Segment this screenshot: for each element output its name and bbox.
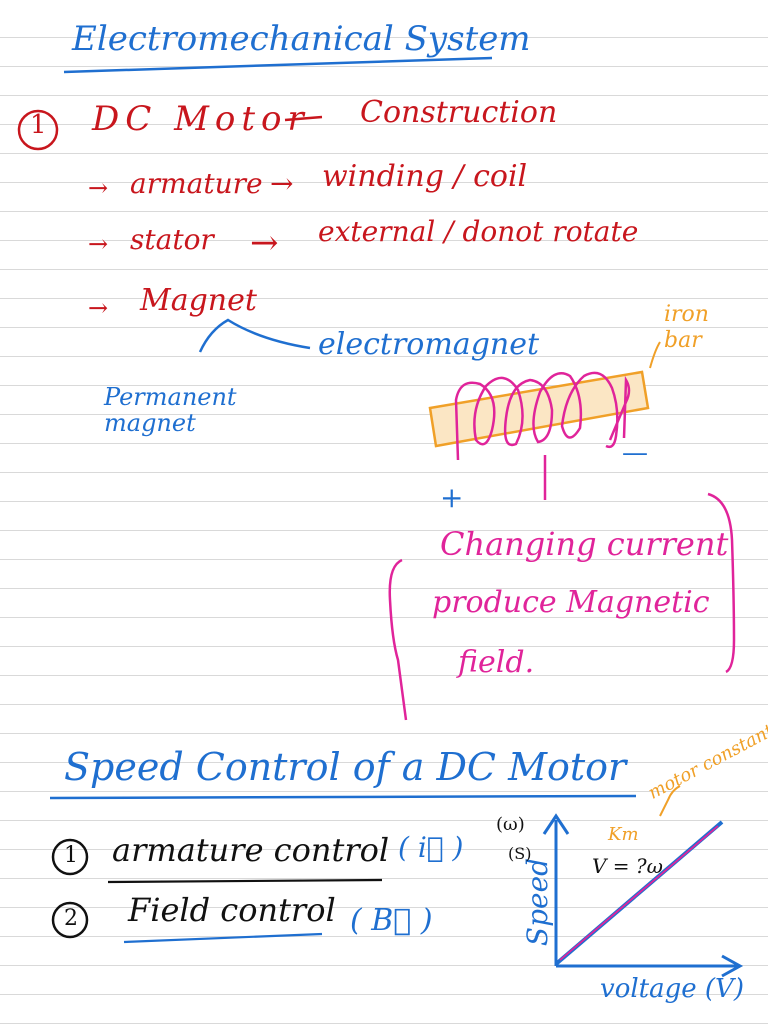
page-title: Electromechanical System (72, 19, 531, 59)
item-stator-desc: external / donot rotate (318, 215, 639, 248)
section2-heading: Speed Control of a DC Motor (64, 745, 627, 789)
item-armature-term: armature (130, 167, 263, 200)
item-armature-desc: winding / coil (322, 159, 528, 194)
item-armature-sep: → (270, 167, 294, 200)
graph-x-label: voltage (V) (600, 974, 744, 1004)
section1-subheading: Construction (360, 95, 558, 130)
method-2-number: 2 (64, 906, 78, 931)
terminal-minus: — (622, 438, 648, 468)
coil-winding (454, 371, 631, 500)
item-magnet-term: Magnet (140, 283, 257, 318)
electromagnet-label: electromagnet (318, 327, 540, 362)
graph-axes (542, 813, 744, 978)
item-stator-term: stator (130, 223, 214, 256)
graph-equation: V = ?ω (592, 854, 663, 878)
item-stator-arrow: → (88, 230, 109, 258)
note-line-1: Changing current (440, 525, 729, 563)
item-magnet-arrow: → (88, 294, 109, 322)
graph-y-label: Speed (521, 857, 555, 947)
iron-bar-label: iron bar (664, 302, 709, 354)
note-line-2: produce Magnetic (432, 585, 710, 620)
permanent-magnet-label: Permanent magnet (104, 383, 237, 438)
method-2-label: Field control (128, 891, 336, 929)
item-armature-arrow: → (88, 174, 109, 202)
iron-bar (428, 370, 650, 448)
slope-leader (659, 785, 681, 817)
terminal-plus: + (440, 481, 464, 514)
method-2-symbol: ( B⃗ ) (350, 903, 433, 938)
method-1-label: armature control (112, 831, 390, 869)
section1-number: 1 (30, 110, 47, 140)
note-line-3: field. (458, 645, 535, 680)
graph-slope-label: Km (608, 824, 639, 845)
note-bracket (388, 492, 736, 721)
method-1-number: 1 (64, 843, 78, 868)
method-1-symbol: ( i⃗ ) (398, 831, 464, 864)
graph-y-unit-bottom: (S) (508, 844, 532, 863)
item-stator-sep: → (250, 223, 279, 263)
speed-voltage-line (554, 820, 724, 966)
section1-heading: DC Motor (92, 99, 310, 139)
graph-y-unit-top: (ω) (496, 814, 525, 835)
